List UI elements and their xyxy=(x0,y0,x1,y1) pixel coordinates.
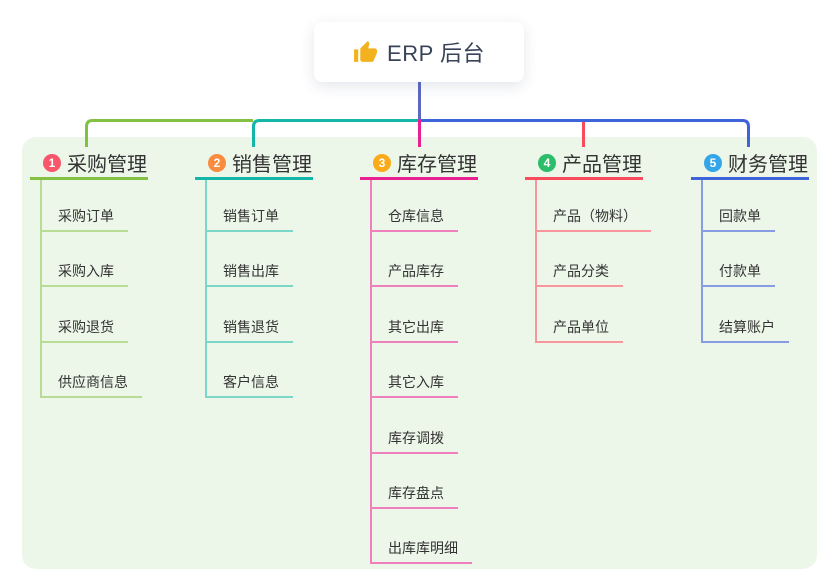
child-node[interactable]: 产品分类 xyxy=(535,253,623,288)
child-node[interactable]: 付款单 xyxy=(701,253,775,288)
child-node-label: 库存盘点 xyxy=(388,485,444,501)
child-node[interactable]: 回款单 xyxy=(701,198,775,232)
child-node[interactable]: 库存调拨 xyxy=(370,420,458,454)
branch-title[interactable]: 3 库存管理 xyxy=(360,148,478,180)
branch-2: 2 销售管理销售订单销售出库销售退货客户信息 xyxy=(195,148,313,399)
branch-spine-line xyxy=(370,180,372,565)
child-node[interactable]: 销售订单 xyxy=(205,198,293,232)
branch-5: 5 财务管理回款单付款单结算账户 xyxy=(691,148,809,343)
child-node[interactable]: 库存盘点 xyxy=(370,475,458,509)
child-node-label: 库存调拨 xyxy=(388,429,444,446)
child-node[interactable]: 其它出库 xyxy=(370,309,458,343)
mindmap-background-panel xyxy=(22,137,817,569)
root-node-label: ERP 后台 xyxy=(387,41,485,66)
child-node[interactable]: 销售退货 xyxy=(205,309,293,343)
branch-4: 4 产品管理产品（物料） 产品分类产品单位 xyxy=(525,148,651,343)
child-node-label: 客户信息 xyxy=(223,374,279,391)
child-node-label: 采购入库 xyxy=(58,263,114,280)
child-node[interactable]: 采购订单 xyxy=(40,198,128,232)
child-node-label: 回款单 xyxy=(719,208,761,224)
branch-spine-line xyxy=(701,180,703,343)
child-node-label: 付款单 xyxy=(719,263,761,280)
child-node[interactable]: 结算账户 xyxy=(701,309,789,343)
child-node-label: 供应商信息 xyxy=(58,374,128,391)
child-node[interactable]: 产品单位 xyxy=(535,309,623,343)
child-node[interactable]: 产品（物料） xyxy=(535,198,651,232)
child-node[interactable]: 仓库信息 xyxy=(370,198,458,232)
branch-number-badge: 1 xyxy=(43,153,61,172)
child-node[interactable]: 采购退货 xyxy=(40,309,128,343)
child-node-label: 采购退货 xyxy=(58,318,114,335)
branch-number-badge: 5 xyxy=(704,153,722,172)
branch-spine-line xyxy=(40,180,42,399)
branch-title-label: 销售管理 xyxy=(232,154,312,176)
branch-3: 3 库存管理仓库信息产品库存其它出库其它入库库存调拨库存盘点出库库明细 xyxy=(360,148,478,565)
root-node-erp[interactable]: ERP 后台 xyxy=(314,22,524,82)
branch-title-label: 采购管理 xyxy=(67,154,147,176)
child-node[interactable]: 供应商信息 xyxy=(40,364,142,399)
child-node-label: 销售退货 xyxy=(223,318,279,335)
child-node-label: 仓库信息 xyxy=(388,208,444,224)
child-node-label: 采购订单 xyxy=(58,208,114,224)
branch-title[interactable]: 4 产品管理 xyxy=(525,148,643,180)
branch-1: 1 采购管理采购订单采购入库采购退货供应商信息 xyxy=(30,148,148,399)
branch-number-badge: 4 xyxy=(538,153,556,172)
branch-title-label: 库存管理 xyxy=(397,154,477,176)
branch-spine-line xyxy=(535,180,537,343)
child-node-label: 其它出库 xyxy=(388,318,444,335)
child-node[interactable]: 出库库明细 xyxy=(370,530,472,565)
child-node-label: 结算账户 xyxy=(719,318,775,335)
child-node-label: 销售出库 xyxy=(223,263,279,280)
branch-number-badge: 2 xyxy=(208,153,226,172)
branch-title[interactable]: 1 采购管理 xyxy=(30,148,148,180)
child-node-label: 销售订单 xyxy=(223,208,279,224)
branch-title-label: 财务管理 xyxy=(728,154,808,176)
child-node-label: 产品单位 xyxy=(553,318,609,335)
child-node[interactable]: 采购入库 xyxy=(40,253,128,288)
branch-number-badge: 3 xyxy=(373,153,391,172)
child-node-label: 其它入库 xyxy=(388,374,444,391)
child-node-label: 产品（物料） xyxy=(553,208,637,224)
child-node[interactable]: 客户信息 xyxy=(205,364,293,399)
child-node-label: 产品分类 xyxy=(553,263,609,280)
thumbs-up-icon xyxy=(354,40,377,62)
branch-title[interactable]: 5 财务管理 xyxy=(691,148,809,180)
child-node[interactable]: 其它入库 xyxy=(370,364,458,399)
child-node-label: 出库库明细 xyxy=(388,540,458,557)
child-node[interactable]: 产品库存 xyxy=(370,253,458,288)
child-node-label: 产品库存 xyxy=(388,263,444,280)
child-node[interactable]: 销售出库 xyxy=(205,253,293,288)
branch-title-label: 产品管理 xyxy=(562,154,642,176)
branch-spine-line xyxy=(205,180,207,399)
branch-title[interactable]: 2 销售管理 xyxy=(195,148,313,180)
